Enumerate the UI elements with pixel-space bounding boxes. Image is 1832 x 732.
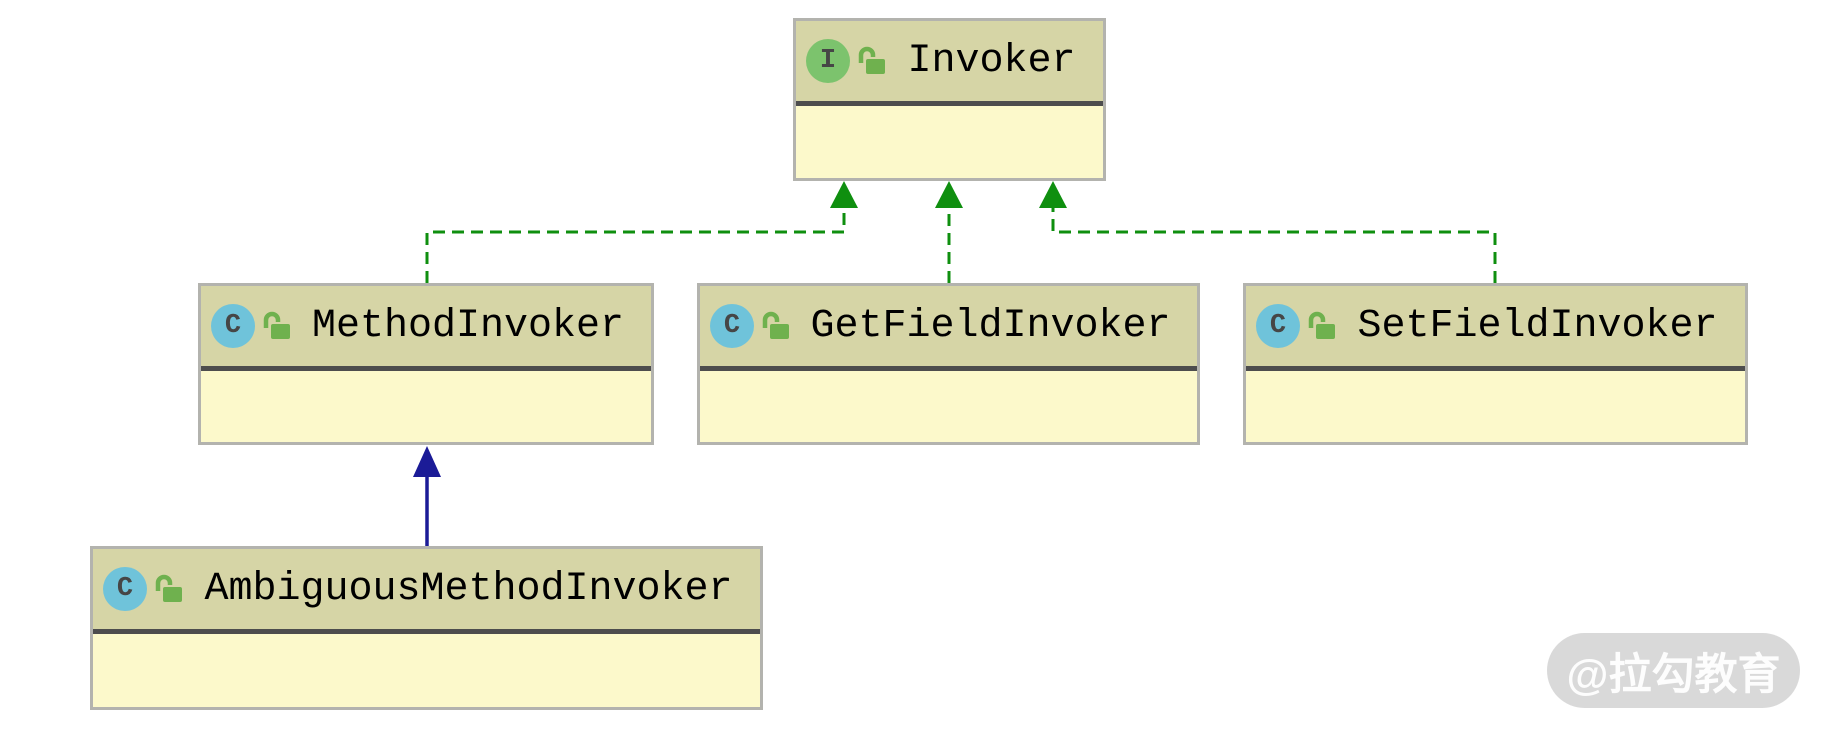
watermark-badge: @拉勾教育 (1547, 633, 1800, 708)
class-icon: C (103, 567, 147, 611)
class-name: SetFieldInvoker (1357, 303, 1718, 349)
unlock-icon (153, 573, 185, 605)
class-header: I Invoker (796, 21, 1103, 101)
section-divider (796, 101, 1103, 106)
class-header: C AmbiguousMethodInvoker (93, 549, 760, 629)
class-name: Invoker (907, 38, 1076, 84)
class-icon: C (1256, 304, 1300, 348)
class-header: C MethodInvoker (201, 286, 651, 366)
class-icon: C (710, 304, 754, 348)
class-name: AmbiguousMethodInvoker (204, 566, 733, 612)
section-divider (201, 366, 651, 371)
implements-edge-setfieldinvoker[interactable] (1051, 206, 1497, 283)
class-members-section (700, 371, 1197, 442)
unlock-icon (760, 310, 792, 342)
section-divider (1246, 366, 1745, 371)
class-box-invoker[interactable]: I Invoker (793, 18, 1106, 181)
class-box-setfieldinvoker[interactable]: C SetFieldInvoker (1243, 283, 1748, 445)
implements-arrowhead-icon (830, 181, 858, 208)
interface-icon: I (806, 39, 850, 83)
class-box-methodinvoker[interactable]: C MethodInvoker (198, 283, 654, 445)
section-divider (700, 366, 1197, 371)
class-members-section (1246, 371, 1745, 442)
class-members-section (796, 106, 1103, 178)
unlock-icon (1306, 310, 1338, 342)
class-header: C SetFieldInvoker (1246, 286, 1745, 366)
implements-arrowhead-icon (1039, 181, 1067, 208)
class-name: MethodInvoker (311, 303, 625, 349)
unlock-icon (856, 45, 888, 77)
class-header: C GetFieldInvoker (700, 286, 1197, 366)
class-members-section (93, 634, 760, 707)
implements-arrowhead-icon (935, 181, 963, 208)
class-box-ambiguousmethodinvoker[interactable]: C AmbiguousMethodInvoker (90, 546, 763, 710)
class-members-section (201, 371, 651, 442)
section-divider (93, 629, 760, 634)
implements-edge-methodinvoker[interactable] (425, 206, 846, 283)
class-name: GetFieldInvoker (810, 303, 1171, 349)
class-icon: C (211, 304, 255, 348)
extends-arrowhead-icon (413, 446, 441, 477)
class-box-getfieldinvoker[interactable]: C GetFieldInvoker (697, 283, 1200, 445)
unlock-icon (261, 310, 293, 342)
